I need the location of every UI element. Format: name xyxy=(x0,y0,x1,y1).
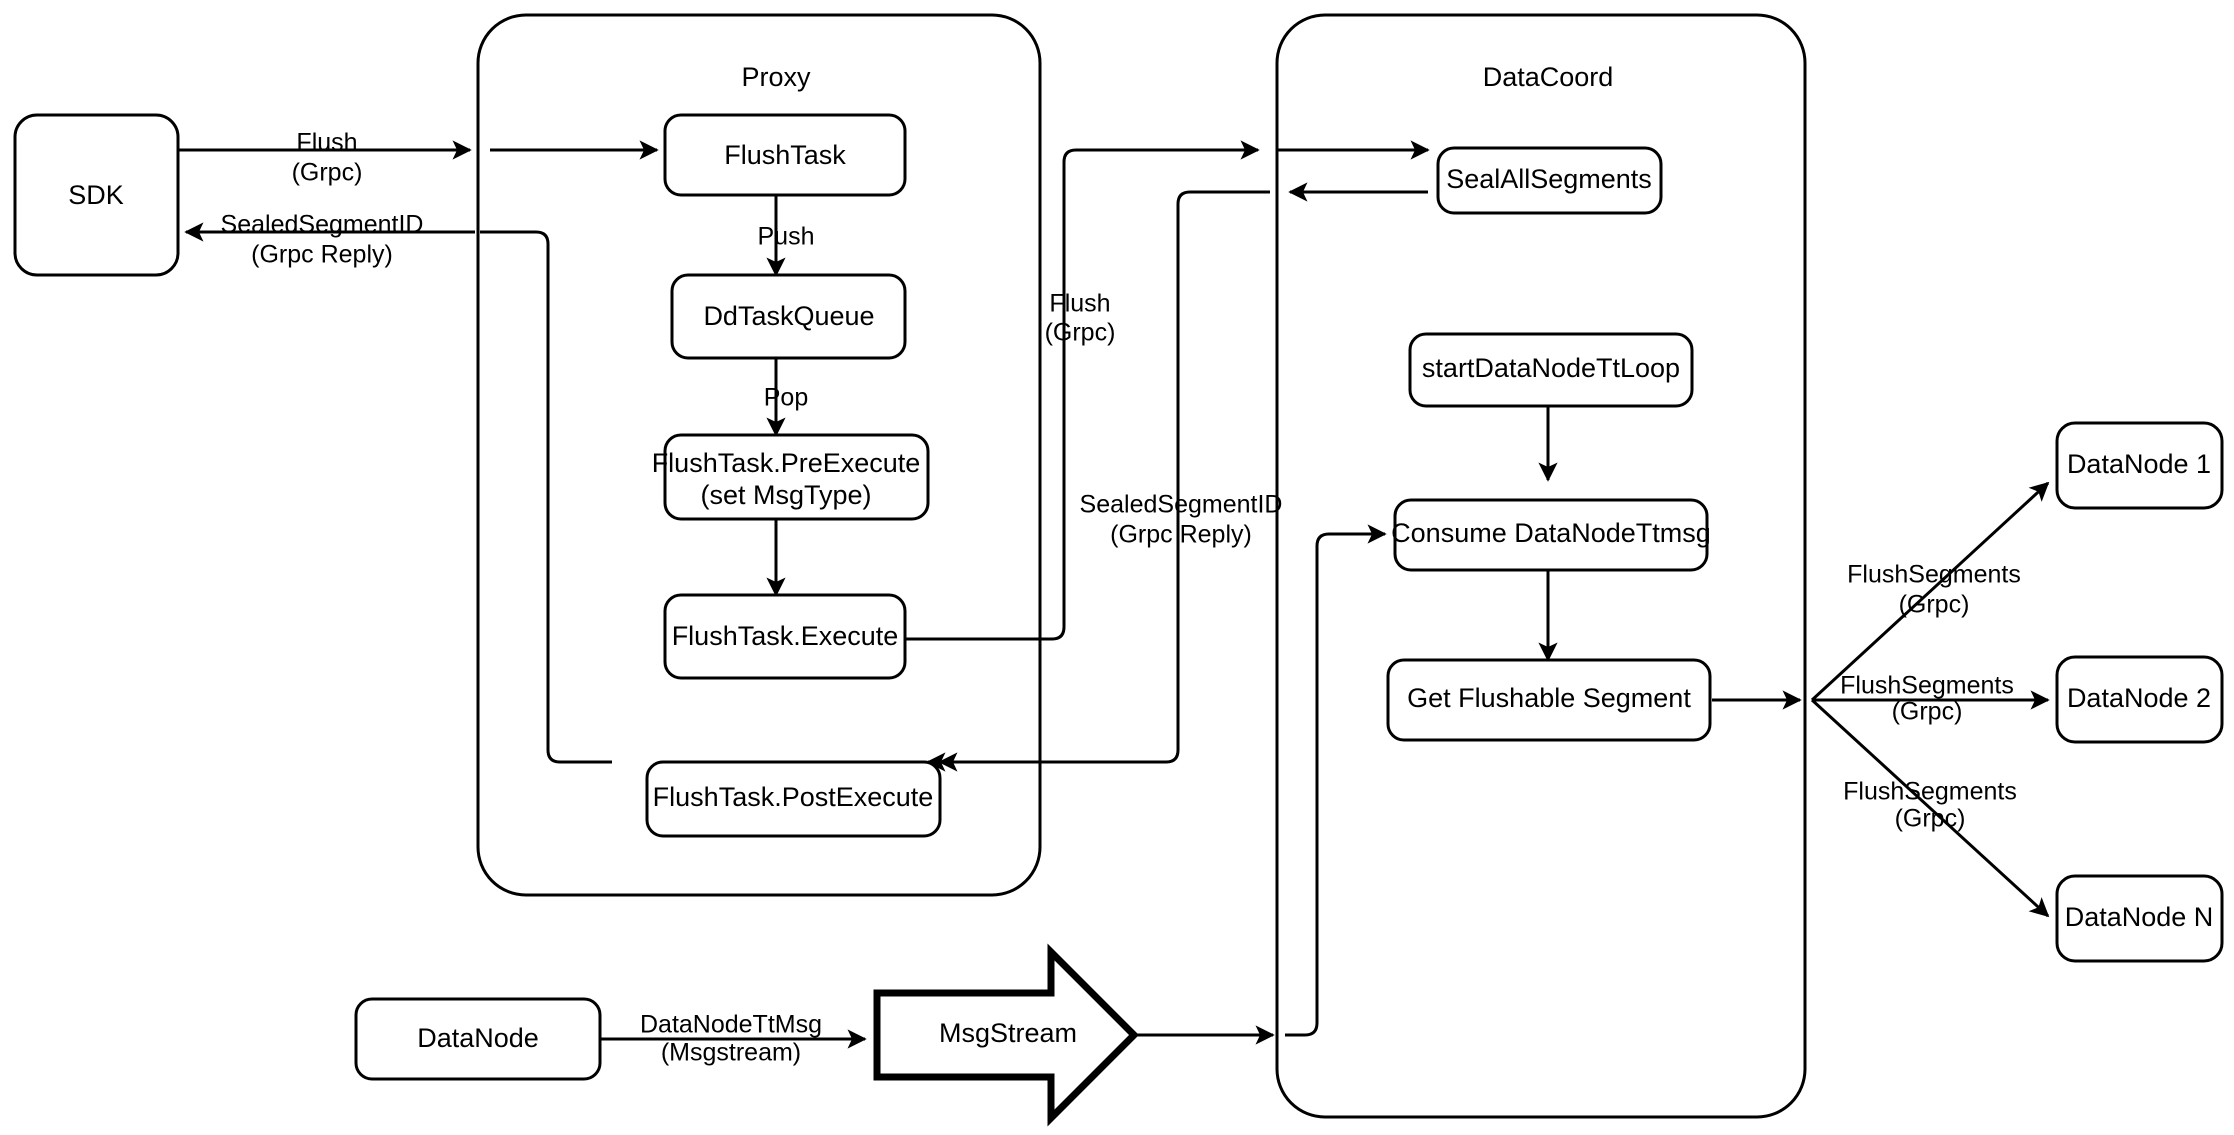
edge-postexecute-to-reply-line xyxy=(480,230,612,764)
node-flushtask[interactable]: FlushTask xyxy=(663,113,907,197)
msgstream-label: MsgStream xyxy=(939,1018,1077,1048)
datanodeN-rect[interactable] xyxy=(2055,874,2224,963)
edge-hub-to-datanode1 xyxy=(1810,481,2050,702)
postexecute-rect-real[interactable] xyxy=(645,760,942,838)
node-flushtask-postexecute-render[interactable]: FlushTask.PostExecute xyxy=(645,760,942,838)
datanodeN-label: DataNode N xyxy=(2065,902,2214,932)
node-datanode-n[interactable]: DataNode N xyxy=(2055,874,2224,963)
edge-label-flush-grpc-line1: Flush xyxy=(296,129,357,157)
edge-label-sealedsegid-line1: SealedSegmentID xyxy=(221,211,424,239)
node-datanode-2[interactable]: DataNode 2 xyxy=(2055,655,2224,744)
execute-label: FlushTask.Execute xyxy=(672,621,899,651)
execute-rect[interactable] xyxy=(663,593,907,680)
flushtask-rect[interactable] xyxy=(663,113,907,197)
node-sealallsegments[interactable]: SealAllSegments xyxy=(1436,146,1663,215)
node-msgstream[interactable]: MsgStream xyxy=(873,943,1139,1127)
sealallsegments-rect[interactable] xyxy=(1436,146,1663,215)
datanode-src-rect[interactable] xyxy=(354,997,602,1081)
startttloop-label: startDataNodeTtLoop xyxy=(1422,353,1680,383)
edge-label-datanodettmsg-line2: (Msgstream) xyxy=(661,1039,801,1067)
edge-execute-to-sealallsegments xyxy=(905,140,1260,641)
node-consume-datanodettmsg[interactable]: Consume DataNodeTtmsg xyxy=(1391,498,1711,572)
getflushable-label: Get Flushable Segment xyxy=(1407,683,1691,713)
edge-label-flushsegments3-line2: (Grpc) xyxy=(1895,805,1966,833)
edge-label-flushsegments2-line1: FlushSegments xyxy=(1840,672,2014,700)
node-datanode-source[interactable]: DataNode xyxy=(354,997,602,1081)
edge-datacoord-to-consumettmsg xyxy=(1285,524,1387,1037)
datanode1-label: DataNode 1 xyxy=(2067,449,2211,479)
datacoord-container-label: DataCoord xyxy=(1483,62,1614,92)
node-get-flushable-segment[interactable]: Get Flushable Segment xyxy=(1386,658,1712,742)
sdk-label: SDK xyxy=(68,180,124,210)
edge-label-sealedsegid-line2: (Grpc Reply) xyxy=(251,241,393,269)
node-datanode-1[interactable]: DataNode 1 xyxy=(2055,421,2224,510)
getflushable-rect[interactable] xyxy=(1386,658,1712,742)
node-flushtask-execute[interactable]: FlushTask.Execute xyxy=(663,593,907,680)
node-startdatanodettloop[interactable]: startDataNodeTtLoop xyxy=(1408,332,1694,408)
postexecute-label: FlushTask.PostExecute xyxy=(653,782,934,812)
edge-label-push: Push xyxy=(758,223,815,251)
consumettmsg-label: Consume DataNodeTtmsg xyxy=(1391,518,1711,548)
proxy-container-rect xyxy=(476,13,1042,897)
edge-label-flush-grpc-v-line1: Flush xyxy=(1049,290,1110,318)
edge-label-flushsegments1-line1: FlushSegments xyxy=(1847,561,2021,589)
container-datacoord: DataCoord xyxy=(1275,13,1807,1119)
datanode2-label: DataNode 2 xyxy=(2067,683,2211,713)
edge-sealallsegments-to-postexecute xyxy=(938,190,1270,772)
edge-label-sealedsegid-v-line2: (Grpc Reply) xyxy=(1110,521,1252,549)
sealallsegments-label: SealAllSegments xyxy=(1446,164,1652,194)
flushtask-label: FlushTask xyxy=(724,140,846,170)
proxy-container-label: Proxy xyxy=(741,62,811,92)
edge-label-flushsegments2-line2: (Grpc) xyxy=(1892,698,1963,726)
ddtaskqueue-label: DdTaskQueue xyxy=(703,301,874,331)
node-sdk[interactable]: SDK xyxy=(13,113,180,277)
edge-label-flush-grpc-v-line2: (Grpc) xyxy=(1045,319,1116,347)
edge-label-flush-grpc-line2: (Grpc) xyxy=(292,159,363,187)
edge-label-sealedsegid-v-line1: SealedSegmentID xyxy=(1080,491,1283,519)
edge-label-flushsegments1-line2: (Grpc) xyxy=(1899,591,1970,619)
edge-label-flushsegments3-line1: FlushSegments xyxy=(1843,778,2017,806)
preexecute-rect[interactable] xyxy=(663,433,930,521)
datanode2-rect[interactable] xyxy=(2055,655,2224,744)
datanode-src-label: DataNode xyxy=(417,1023,539,1053)
consumettmsg-rect[interactable] xyxy=(1393,498,1709,572)
datacoord-container-rect xyxy=(1275,13,1807,1119)
ddtaskqueue-rect[interactable] xyxy=(670,273,907,360)
edge-hub-to-datanodeN xyxy=(1810,698,2050,918)
node-ddtaskqueue[interactable]: DdTaskQueue xyxy=(670,273,907,360)
startttloop-rect[interactable] xyxy=(1408,332,1694,408)
msgstream-arrow-shape[interactable] xyxy=(873,943,1139,1127)
edge-label-pop: Pop xyxy=(764,384,808,412)
sdk-rect[interactable] xyxy=(13,113,180,277)
preexecute-label-line2: (set MsgType) xyxy=(700,480,871,510)
node-flushtask-preexecute[interactable]: FlushTask.PreExecute (set MsgType) xyxy=(652,433,930,521)
container-proxy: Proxy xyxy=(476,13,1042,897)
datanode1-rect[interactable] xyxy=(2055,421,2224,510)
edge-label-datanodettmsg-line1: DataNodeTtMsg xyxy=(640,1011,822,1039)
preexecute-label-line1: FlushTask.PreExecute xyxy=(652,448,921,478)
